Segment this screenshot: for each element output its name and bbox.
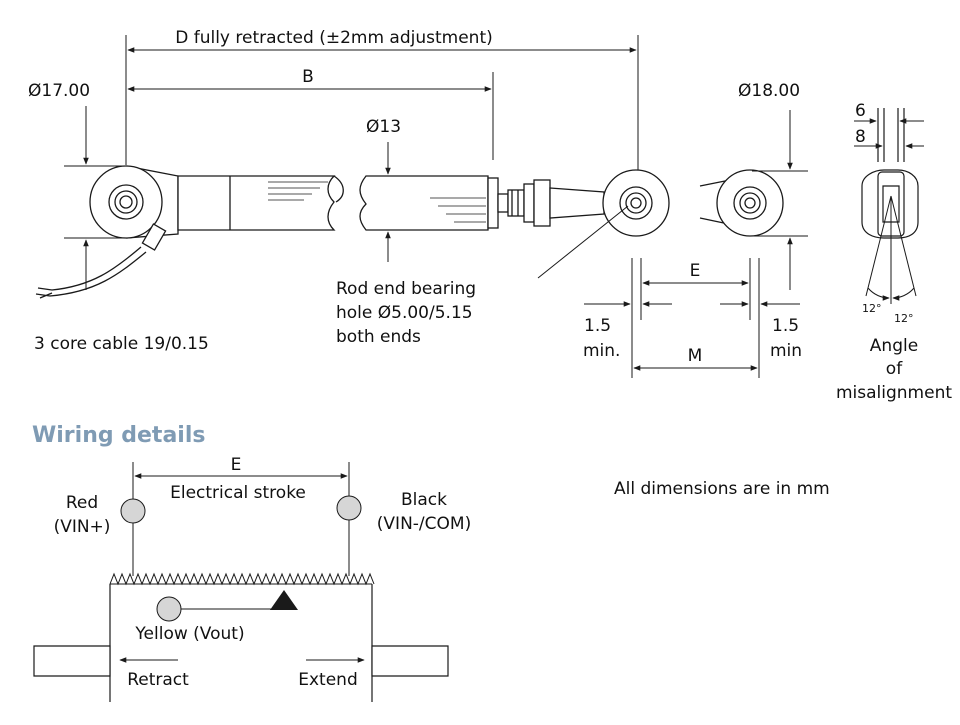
shaft-and-nut [497,179,605,227]
dimension-8-label: 8 [855,127,866,147]
dimension-b-label: B [302,67,314,87]
dimension-15-right-value: 1.5 [772,316,799,336]
wiring-housing [33,584,449,702]
detached-rod-end [699,169,784,237]
dimension-15-right-unit: min [770,341,802,361]
dimension-e-m [584,258,800,378]
resistive-track [109,572,375,586]
body-hatch-left [268,181,328,201]
wiring-e-dimension [132,462,350,500]
bearing-note-line-2: hole Ø5.00/5.15 [336,303,473,323]
black-label-line-1: Black [401,490,447,510]
dimension-15-left-unit: min. [583,341,620,361]
red-label-line-1: Red [66,493,98,513]
yellow-label: Yellow (Vout) [134,624,244,644]
diameter-18-label: Ø18.00 [738,81,800,101]
retract-label: Retract [127,670,189,690]
extend-label: Extend [298,670,358,690]
dimension-e-label: E [690,261,701,281]
angle-caption-line-1: Angle [870,336,918,356]
electrical-stroke-label: Electrical stroke [170,483,306,503]
black-label-line-2: (VIN-/COM) [377,514,471,534]
dimension-d-label: D fully retracted (±2mm adjustment) [175,28,493,48]
black-terminal [336,495,362,576]
bearing-note-line-1: Rod end bearing [336,279,476,299]
dimension-6-8 [854,118,924,149]
wiper [156,590,298,622]
angle-left-label: 12° [862,302,882,315]
diameter-13-label: Ø13 [366,117,401,137]
bearing-note-line-3: both ends [336,327,421,347]
red-terminal [120,498,146,576]
dimension-m-label: M [688,346,703,366]
left-rod-end [89,165,179,251]
side-view [861,108,919,239]
dimension-b [127,72,494,160]
angle-caption-line-2: of [886,359,903,379]
diameter-17-dimension [64,106,126,290]
diameter-17-label: Ø17.00 [28,81,90,101]
red-label-line-2: (VIN+) [54,517,111,537]
sensor-body [177,175,344,231]
right-rod-end [602,169,670,237]
cable-note: 3 core cable 19/0.15 [34,334,209,354]
body-hatch-right [430,197,486,223]
dimension-d [125,35,639,170]
diameter-18-dimension [752,110,808,290]
misalignment-angle [865,195,917,304]
cable [35,246,147,299]
units-note: All dimensions are in mm [614,479,830,499]
dimension-15-left-value: 1.5 [584,316,611,336]
angle-right-label: 12° [894,312,914,325]
wiring-title: Wiring details [32,423,205,448]
wiring-e-label: E [231,455,242,475]
bearing-leader [537,205,629,279]
dimension-6-label: 6 [855,101,866,121]
angle-caption-line-3: misalignment [836,383,952,403]
